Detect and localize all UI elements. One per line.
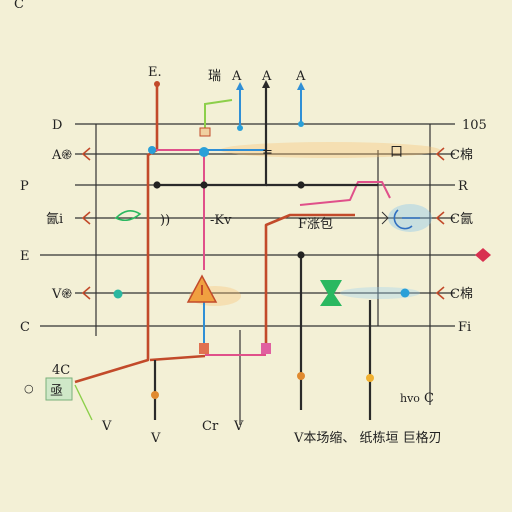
bottom-left-box-label: 亟	[50, 384, 63, 399]
center-box-label: 口	[390, 145, 403, 160]
left-label-ae: A֎	[51, 148, 72, 163]
top-label-glyph: 瑞	[208, 69, 221, 84]
chevron-mark	[381, 211, 389, 225]
kv-label: -Kv	[210, 213, 232, 228]
node-orange-1	[297, 372, 305, 380]
node-dark-3	[297, 181, 305, 189]
diamond-icon	[475, 248, 491, 262]
top-label-a1: A	[231, 69, 242, 84]
right-arrow-c1	[435, 147, 445, 161]
bottom-label-v3: V	[233, 419, 244, 434]
bottom-left-4c: 4C	[52, 363, 70, 378]
right-label-c3: C棉	[450, 287, 473, 302]
left-label-p: P	[20, 179, 29, 194]
node-teal-left	[113, 289, 123, 299]
blue-wires	[203, 88, 302, 350]
node-dark-4	[297, 251, 305, 259]
top-label-e: E.	[148, 65, 162, 80]
circle-arrow-icon	[393, 209, 420, 230]
node-square-1	[199, 343, 209, 354]
right-label-r: R	[458, 179, 469, 194]
warning-triangle-icon	[186, 274, 218, 303]
left-label-d: D	[52, 118, 62, 133]
node-square-2	[261, 343, 271, 354]
top-label-a2: A	[295, 69, 306, 84]
bottom-right-small: hvo	[400, 392, 420, 405]
corner-label: C	[14, 0, 24, 12]
right-label-f: Fi	[458, 320, 471, 335]
red-wires	[74, 84, 355, 384]
top-arrows	[236, 80, 305, 90]
green-wire	[204, 99, 233, 128]
tick-marks-label: ))	[160, 213, 170, 228]
bottom-label-v1: V	[101, 419, 112, 434]
arrow-up-a1-icon	[236, 82, 244, 90]
left-arrow-cn	[81, 211, 91, 225]
side-arrows	[81, 147, 445, 300]
right-label-c2: C氤	[450, 212, 473, 227]
right-arrow-c3	[435, 286, 445, 300]
node-blue-a1	[237, 125, 243, 131]
bottom-label-v2: V	[150, 431, 161, 446]
left-arrow-ae	[81, 147, 91, 161]
node-blue-ae	[148, 146, 156, 154]
left-label-c: C	[20, 320, 30, 335]
left-label-v: V֎	[51, 287, 72, 302]
glow-blue-dot	[340, 287, 420, 299]
node-top-red	[154, 81, 160, 87]
arrow-up-a2-icon	[297, 82, 305, 90]
green-wire-bottom	[74, 384, 93, 421]
red-wire-main	[74, 84, 159, 384]
dark-wires	[153, 84, 378, 420]
right-arrow-c2	[435, 211, 445, 225]
glow-top	[220, 142, 440, 158]
node-yellow	[366, 374, 374, 382]
center-eq-label: =	[262, 145, 273, 160]
node-blue-right	[400, 288, 410, 298]
leaf-icon	[114, 210, 142, 222]
node-blue-a2	[298, 121, 304, 127]
circuit-nodes	[113, 81, 410, 399]
dark-wire-top	[157, 84, 268, 187]
top-label-a-mid: A	[261, 69, 272, 84]
arrow-up-mid-icon	[262, 80, 270, 88]
node-orange-2	[151, 391, 159, 399]
node-blue-mid	[199, 147, 209, 157]
vertical-grid-lines	[95, 124, 431, 425]
pink-wires	[152, 149, 391, 356]
green-arrow-icon	[320, 280, 342, 306]
left-arrow-v	[81, 286, 91, 300]
left-label-e: E	[20, 249, 30, 264]
bottom-label-cr: Cr	[202, 419, 219, 434]
bottom-left-o: ○	[24, 382, 34, 395]
bottom-right-c: C	[424, 391, 434, 406]
red-wire-right	[264, 213, 355, 350]
pink-wire-right	[299, 181, 391, 206]
bottom-right-text: V本场缩、 纸栋垣 巨格刃	[293, 430, 442, 446]
bottom-left-box	[45, 377, 73, 401]
right-label-c1: C棉	[450, 148, 473, 163]
node-square-top	[199, 127, 211, 137]
red-wire-bottom	[149, 354, 206, 362]
left-label-cn: 氤i	[46, 212, 63, 227]
node-dark-2	[200, 181, 208, 189]
node-dark-1	[153, 181, 161, 189]
right-label-105: 105	[462, 118, 487, 133]
fk-label: F涨包	[298, 217, 333, 232]
